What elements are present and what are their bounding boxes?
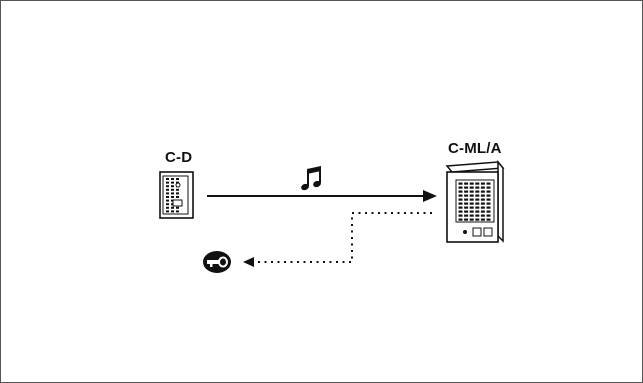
unlock-arrowhead xyxy=(243,257,254,267)
master-station-label: C-ML/A xyxy=(448,140,502,157)
door-station-icon xyxy=(159,171,194,219)
key-icon xyxy=(203,251,231,273)
call-arrowhead xyxy=(423,190,437,202)
master-station-icon xyxy=(445,159,505,243)
unlock-line xyxy=(253,212,432,263)
music-note-icon xyxy=(301,166,321,191)
door-station-label: C-D xyxy=(165,149,193,166)
